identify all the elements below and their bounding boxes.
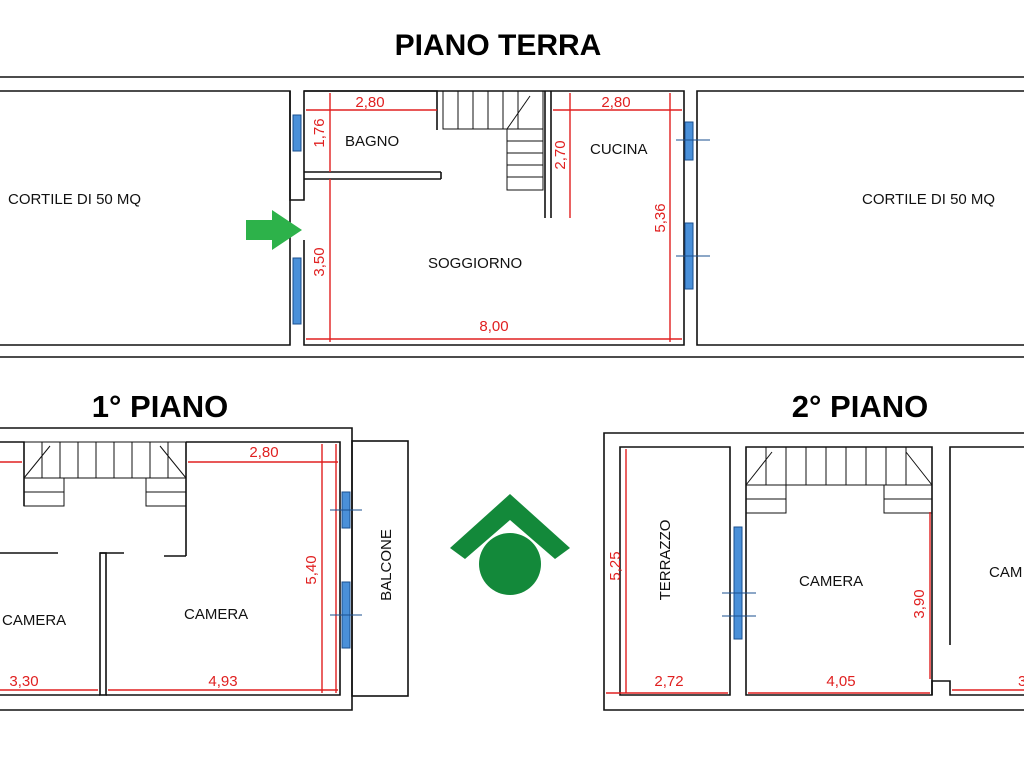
ground-floor-walls [0, 76, 1024, 358]
room-label-bedroom-c: CAMERA [799, 573, 863, 590]
dim-second-room-a-width: 4,05 [826, 673, 855, 690]
room-label-bedroom-a: CAMERA [2, 612, 66, 629]
entrance-arrow-icon [246, 210, 302, 250]
dim-first-top-width: 2,80 [249, 444, 278, 461]
dim-second-room-b-depth: 3,90 [911, 589, 928, 618]
second-floor-stairs [745, 446, 933, 514]
dim-terrace-depth: 5,25 [607, 551, 624, 580]
ground-floor-room-labels: CORTILE DI 50 MQ BAGNO CUCINA SOGGIORNO … [8, 133, 995, 272]
room-label-courtyard-left: CORTILE DI 50 MQ [8, 191, 141, 208]
room-label-kitchen: CUCINA [590, 141, 648, 158]
ground-floor-dimensions: 2,80 1,76 2,80 2,70 3,50 5,36 8,00 [311, 94, 669, 335]
dim-first-depth: 5,40 [303, 555, 320, 584]
dim-second-room-b-width: 3 [1018, 673, 1024, 690]
dim-total-width: 8,00 [479, 318, 508, 335]
dim-living-depth-left: 3,50 [311, 247, 328, 276]
ground-floor-dimension-lines [306, 93, 682, 342]
agency-logo-icon [450, 494, 570, 595]
second-floor-walls [603, 432, 1024, 711]
second-floor-windows [722, 526, 756, 640]
dim-kitchen-width: 2,80 [601, 94, 630, 111]
room-label-living: SOGGIORNO [428, 255, 522, 272]
dim-first-room-b-width: 4,93 [208, 673, 237, 690]
ground-floor-stairs [442, 90, 544, 191]
room-label-bedroom-b: CAMERA [184, 606, 248, 623]
room-label-bedroom-d: CAM [989, 564, 1022, 581]
dim-living-depth-right: 5,36 [652, 203, 669, 232]
room-label-balcony: BALCONE [378, 529, 395, 601]
second-floor-title: 2° PIANO [792, 389, 928, 424]
ground-floor-windows [292, 114, 710, 325]
room-label-courtyard-right: CORTILE DI 50 MQ [862, 191, 995, 208]
dim-kitchen-depth: 2,70 [552, 140, 569, 169]
first-floor-dimension-lines [0, 444, 338, 693]
second-floor-room-labels: TERRAZZO CAMERA CAM [657, 520, 1022, 601]
ground-floor-title: PIANO TERRA [395, 29, 602, 62]
first-floor-walls [0, 427, 409, 711]
dim-first-room-a-width: 3,30 [9, 673, 38, 690]
dim-terrace-width: 2,72 [654, 673, 683, 690]
room-label-terrace: TERRAZZO [657, 520, 674, 601]
first-floor-room-labels: CAMERA CAMERA BALCONE [2, 529, 395, 629]
dim-bath-depth: 1,76 [311, 118, 328, 147]
first-floor-stairs [23, 441, 187, 507]
first-floor-dimensions: 2,80 5,40 3,30 4,93 [9, 444, 320, 690]
dim-bath-width: 2,80 [355, 94, 384, 111]
first-floor-title: 1° PIANO [92, 389, 228, 424]
room-label-bathroom: BAGNO [345, 133, 399, 150]
second-floor-dimension-lines [606, 449, 1024, 694]
second-floor-dimensions: 5,25 2,72 4,05 3,90 3 [607, 551, 1024, 690]
first-floor-windows [330, 491, 362, 649]
